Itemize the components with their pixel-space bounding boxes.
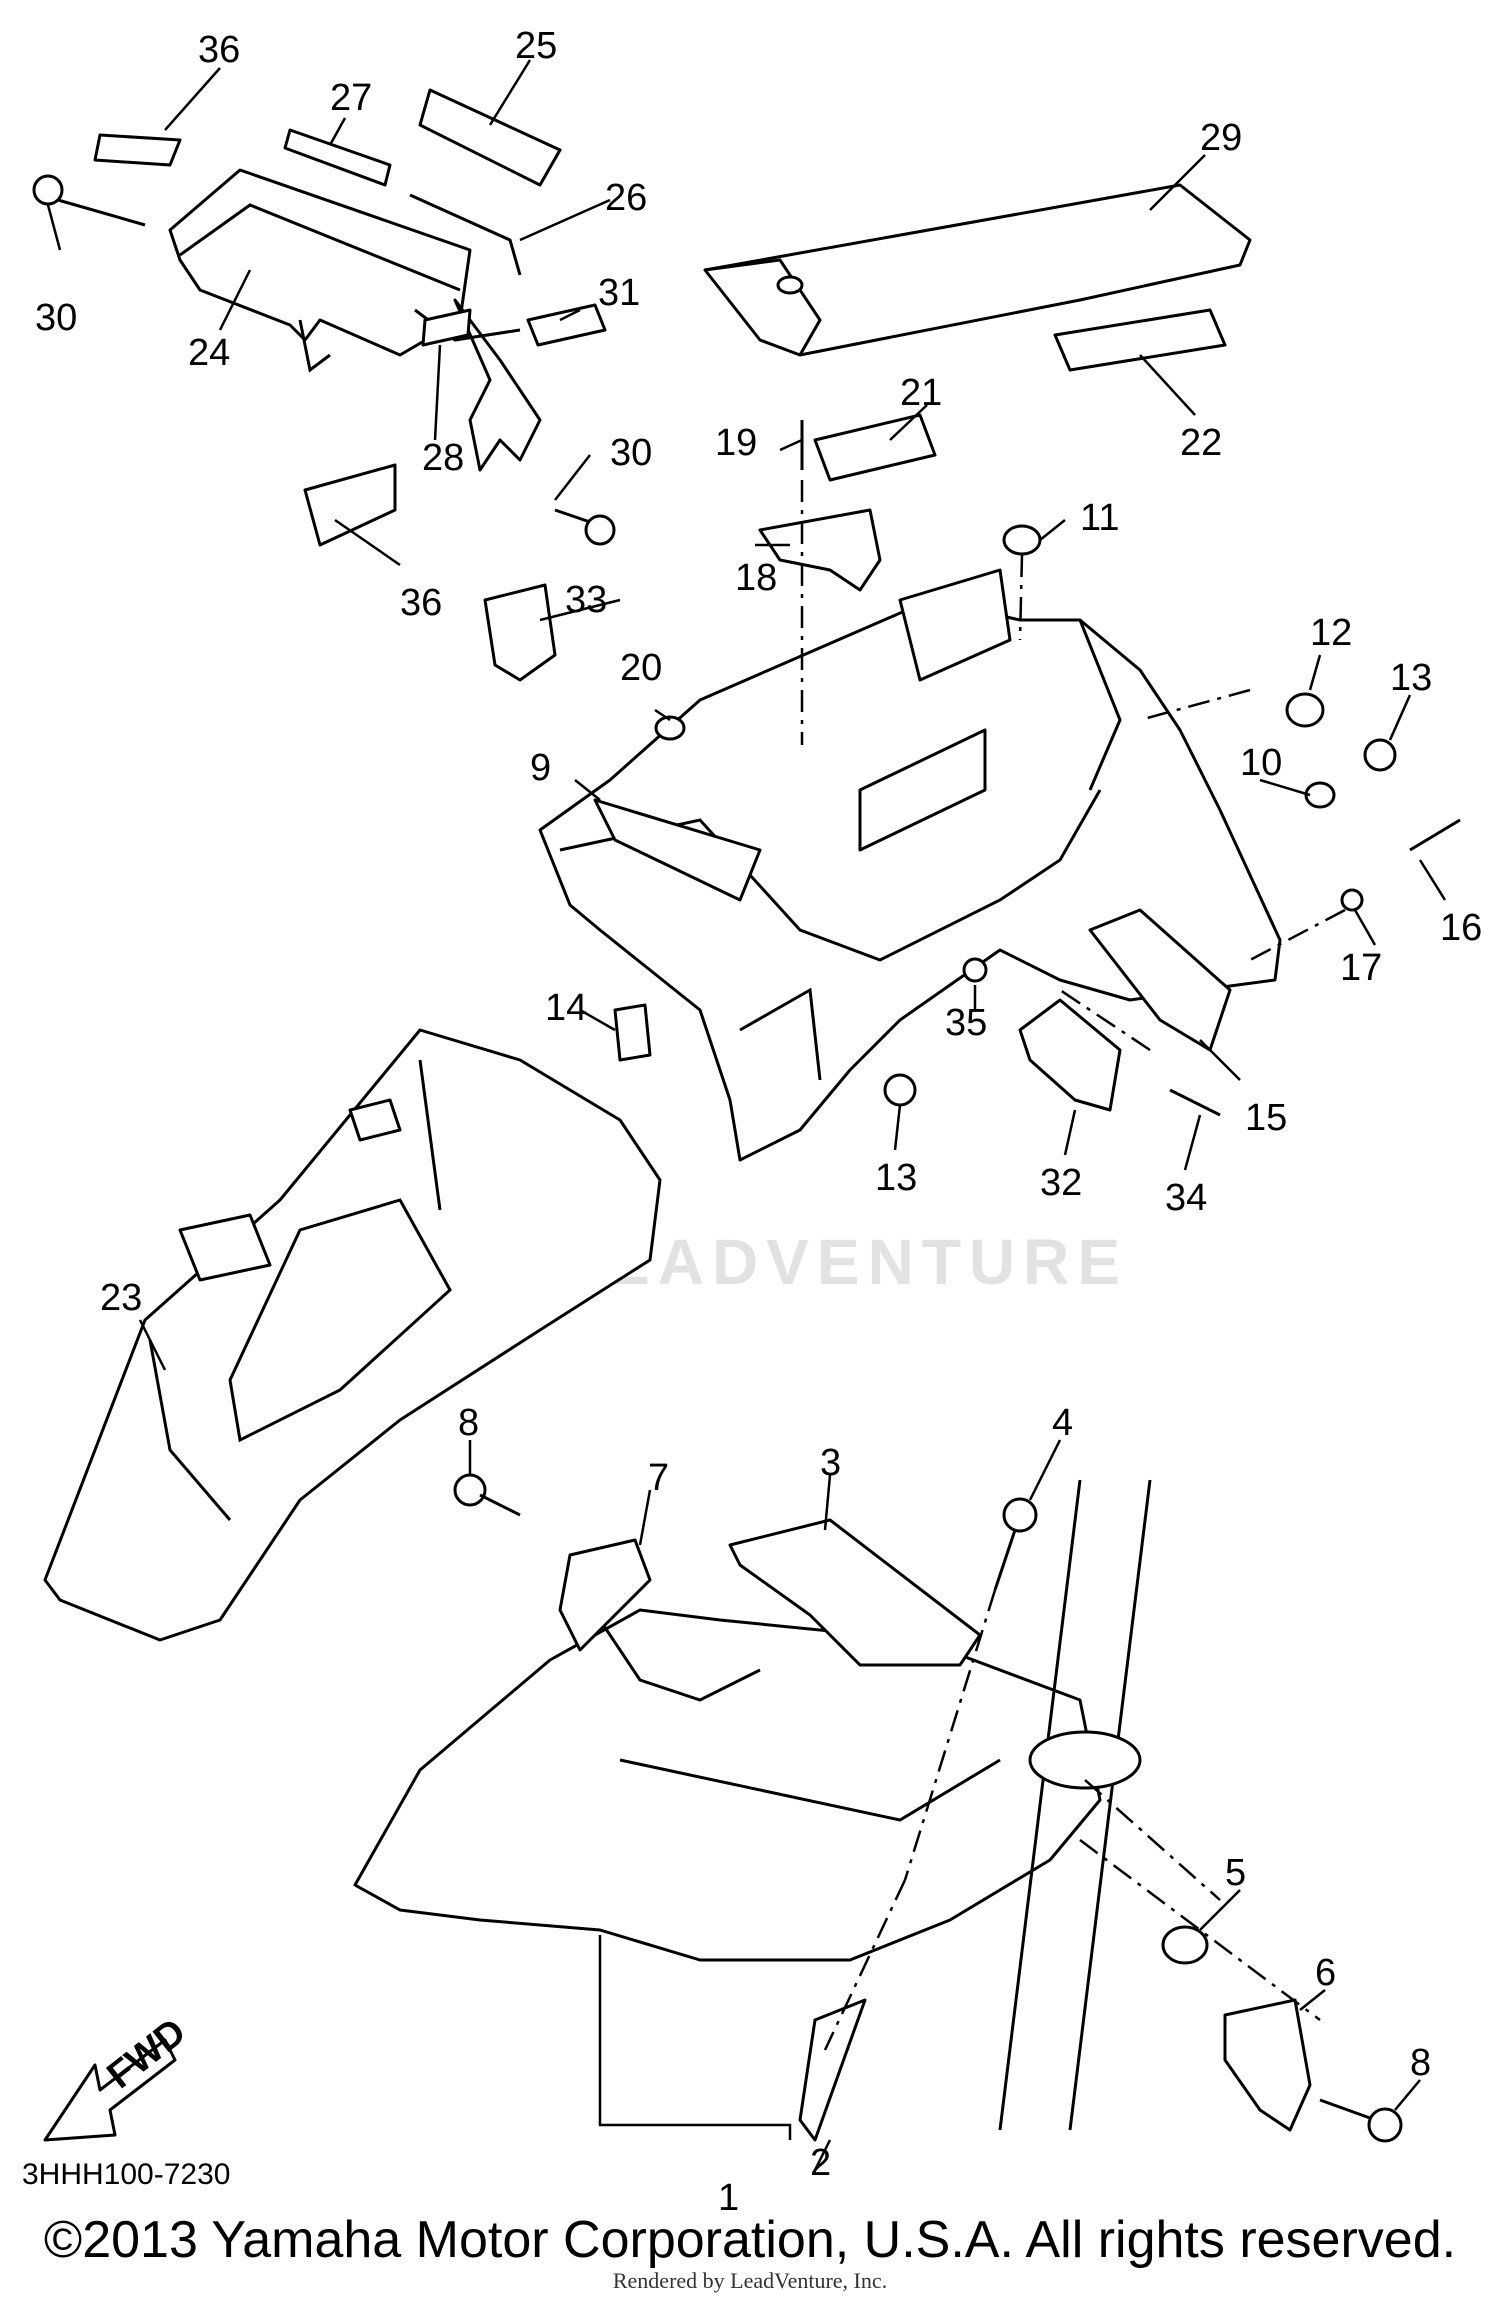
rendered-by-notice: Rendered by LeadVenture, Inc. bbox=[612, 2268, 888, 2293]
callout: 9 bbox=[530, 747, 551, 789]
leader-lines bbox=[46, 59, 1447, 2171]
tail-cover-part-24 bbox=[168, 168, 542, 472]
bracket-part-3 bbox=[728, 1518, 982, 1667]
callout: 14 bbox=[545, 987, 587, 1029]
bracket-part-7 bbox=[558, 1538, 652, 1652]
pad-part-28 bbox=[421, 308, 472, 347]
rear-fender-part-23 bbox=[43, 1028, 662, 1642]
callout: 23 bbox=[100, 1277, 142, 1319]
assembly-line bbox=[1018, 554, 1024, 641]
callout: 26 bbox=[605, 177, 647, 219]
grommet-part-5 bbox=[1161, 1925, 1209, 1965]
front-fork bbox=[998, 1479, 1152, 2131]
callout: 30 bbox=[610, 432, 652, 474]
bolt-part-13-mid bbox=[883, 1073, 917, 1107]
callout: 36 bbox=[198, 29, 240, 71]
callout: 35 bbox=[945, 1002, 987, 1044]
callout: 15 bbox=[1245, 1097, 1287, 1139]
callout: 1 bbox=[718, 2177, 739, 2219]
assembly-line bbox=[1084, 1779, 1221, 1901]
callout: 19 bbox=[715, 422, 757, 464]
bolt-part-4 bbox=[993, 1497, 1038, 1591]
rear-fender-part-9 bbox=[538, 568, 1282, 1162]
callout: 16 bbox=[1440, 907, 1482, 949]
nut-part-14 bbox=[613, 1003, 652, 1062]
callout: 33 bbox=[565, 579, 607, 621]
assembly-line bbox=[1249, 908, 1346, 962]
callout: 11 bbox=[1080, 497, 1119, 539]
bolt-part-30-left bbox=[32, 174, 146, 227]
callout: 24 bbox=[188, 332, 230, 374]
reflector-part-2 bbox=[798, 1998, 867, 2142]
callout: 3 bbox=[820, 1442, 841, 1484]
assembly-line bbox=[903, 1589, 997, 1881]
assembly-line bbox=[1059, 988, 1151, 1052]
nut-part-20 bbox=[654, 715, 686, 741]
copyright-notice: ©2013 Yamaha Motor Corporation, U.S.A. A… bbox=[43, 2211, 1457, 2269]
callout: 30 bbox=[35, 297, 77, 339]
callout: 36 bbox=[400, 582, 442, 624]
bracket-part-33 bbox=[483, 583, 557, 682]
bolt-part-16 bbox=[1409, 818, 1461, 852]
front-fender-part-1 bbox=[353, 1608, 1102, 1962]
callout: 8 bbox=[1410, 2042, 1431, 2084]
callout: 4 bbox=[1052, 1402, 1073, 1444]
callout: 34 bbox=[1165, 1177, 1207, 1219]
callout: 25 bbox=[515, 25, 557, 67]
bracket-part-6 bbox=[1223, 1998, 1312, 2132]
callout: 2 bbox=[810, 2142, 831, 2184]
grommet-part-11 bbox=[1002, 524, 1042, 556]
callout: 7 bbox=[648, 1457, 669, 1499]
pad-part-22 bbox=[1053, 308, 1227, 372]
bolt-part-30-right bbox=[554, 508, 616, 546]
callout: 21 bbox=[900, 372, 942, 414]
callout: 17 bbox=[1340, 947, 1382, 989]
trim-part-26 bbox=[409, 193, 522, 276]
strip-part-27 bbox=[283, 128, 392, 187]
callout: 5 bbox=[1225, 1852, 1246, 1894]
emblem-part-25 bbox=[418, 88, 562, 187]
callout: 6 bbox=[1315, 1952, 1336, 1994]
strap-part-21 bbox=[813, 413, 937, 482]
callout: 13 bbox=[1390, 657, 1432, 699]
assembly-line bbox=[1079, 1839, 1321, 2021]
bracket-part-18 bbox=[758, 508, 882, 592]
callout: 31 bbox=[598, 272, 640, 314]
pad-part-31 bbox=[526, 303, 607, 347]
assembly-line bbox=[823, 1879, 907, 2051]
washer-part-17 bbox=[1340, 888, 1364, 912]
diagram-code: 3HHH100-7230 bbox=[22, 2158, 231, 2191]
callout: 18 bbox=[735, 557, 777, 599]
callout: 32 bbox=[1040, 1162, 1082, 1204]
callout: 22 bbox=[1180, 422, 1222, 464]
callout: 28 bbox=[422, 437, 464, 479]
bolt-part-13-top bbox=[1363, 738, 1397, 772]
bracket-part-32 bbox=[1018, 998, 1122, 1112]
bolt-part-8-left bbox=[453, 1473, 521, 1517]
assembly-line bbox=[1139, 688, 1251, 722]
callout: 20 bbox=[620, 647, 662, 689]
callout: 29 bbox=[1200, 117, 1242, 159]
bracket-part-15 bbox=[1088, 908, 1232, 1052]
nut-part-35 bbox=[962, 957, 988, 983]
bolt-part-34 bbox=[1169, 1088, 1221, 1117]
callout: 13 bbox=[875, 1157, 917, 1199]
callout: 12 bbox=[1310, 612, 1352, 654]
nut-part-10 bbox=[1304, 781, 1336, 809]
seat-cowl-part-29 bbox=[703, 183, 1252, 357]
decal-part-36-bottom bbox=[303, 463, 397, 547]
callout: 10 bbox=[1240, 742, 1282, 784]
fwd-arrow-icon: FWD bbox=[43, 2011, 194, 2142]
callout: 8 bbox=[458, 1402, 479, 1444]
callout: 27 bbox=[330, 77, 372, 119]
decal-part-36-top bbox=[93, 133, 182, 167]
bolt-part-8-right bbox=[1319, 2098, 1403, 2143]
nut-part-12 bbox=[1285, 692, 1325, 728]
